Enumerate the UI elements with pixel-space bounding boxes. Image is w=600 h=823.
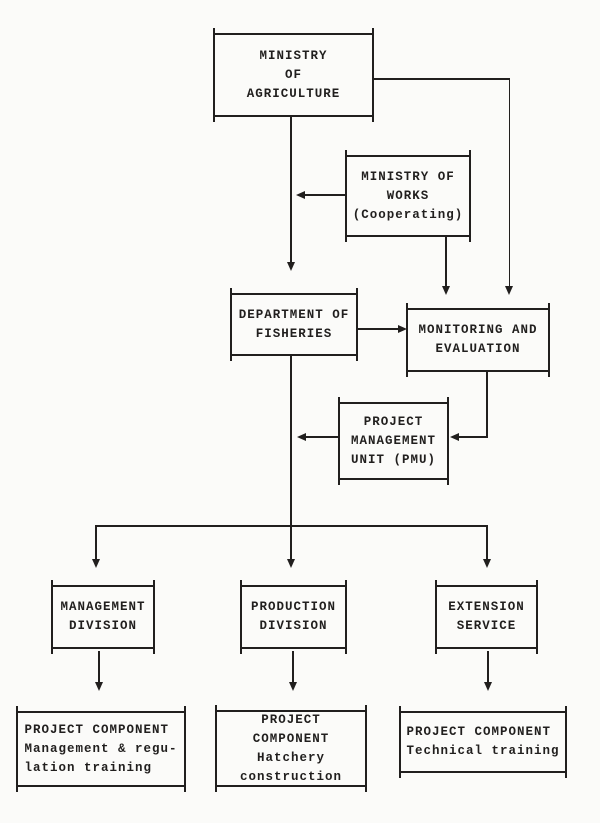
box-label-project-component-hatchery: PROJECT COMPONENT Hatchery construction [239, 712, 342, 784]
edge-agriculture-me-arrowhead [505, 286, 513, 295]
edge-me-pmu-arrowhead [450, 433, 459, 441]
edge-fisheries-branch-line [290, 356, 292, 526]
box-label-project-component-technical: PROJECT COMPONENT Technical training [406, 725, 560, 758]
box-ministry-of-works: MINISTRY OF WORKS (Cooperating) [345, 150, 471, 242]
edge-works-left-arrowhead [296, 191, 305, 199]
edge-branch-management-line [95, 525, 97, 559]
box-project-management-unit: PROJECT MANAGEMENT UNIT (PMU) [338, 397, 449, 485]
box-project-component-hatchery: PROJECT COMPONENT Hatchery construction [215, 705, 367, 792]
edge-extension-component-arrowhead [484, 682, 492, 691]
edge-production-component-arrowhead [289, 682, 297, 691]
box-label-production-division: PRODUCTION DIVISION [250, 600, 336, 633]
edge-agriculture-fisheries-line [290, 117, 292, 263]
edge-works-me-line [445, 237, 447, 286]
box-extension-service: EXTENSION SERVICE [435, 580, 538, 654]
edge-agriculture-fisheries-arrowhead [287, 262, 295, 271]
edge-fisheries-me-arrowhead [398, 325, 407, 333]
edge-pmu-left-line [305, 436, 340, 438]
box-ministry-of-agriculture: MINISTRY OF AGRICULTURE [213, 28, 374, 122]
box-department-of-fisheries: DEPARTMENT OF FISHERIES [230, 288, 358, 361]
box-label-management-division: MANAGEMENT DIVISION [60, 600, 146, 633]
edge-branch-extension-line [486, 525, 488, 559]
box-label-extension-service: EXTENSION SERVICE [448, 600, 525, 633]
edge-pmu-left-arrowhead [297, 433, 306, 441]
box-label-ministry-of-works: MINISTRY OF WORKS (Cooperating) [352, 169, 464, 222]
edge-me-pmu-vertical [486, 372, 488, 437]
edge-fisheries-me-line [357, 328, 398, 330]
edge-branch-extension-arrowhead [483, 559, 491, 568]
edge-production-component-line [292, 651, 294, 682]
box-label-monitoring-and-evaluation: MONITORING AND EVALUATION [418, 323, 538, 356]
box-monitoring-and-evaluation: MONITORING AND EVALUATION [406, 303, 550, 377]
box-label-department-of-fisheries: DEPARTMENT OF FISHERIES [238, 307, 350, 341]
edge-agriculture-me-horizontal [372, 78, 510, 80]
box-label-ministry-of-agriculture: MINISTRY OF AGRICULTURE [246, 48, 341, 101]
edge-agriculture-me-vertical [508, 78, 511, 286]
edge-works-left-line [304, 194, 347, 196]
edge-management-component-arrowhead [95, 682, 103, 691]
edge-branch-management-arrowhead [92, 559, 100, 568]
box-management-division: MANAGEMENT DIVISION [51, 580, 155, 654]
box-label-project-component-management: PROJECT COMPONENT Management & regu- lat… [24, 722, 178, 775]
edge-branch-production-line [290, 525, 292, 559]
edge-extension-component-line [487, 651, 489, 682]
box-label-project-management-unit: PROJECT MANAGEMENT UNIT (PMU) [350, 414, 436, 467]
box-production-division: PRODUCTION DIVISION [240, 580, 347, 654]
edge-management-component-line [98, 651, 100, 682]
edge-branch-production-arrowhead [287, 559, 295, 568]
edge-works-me-arrowhead [442, 286, 450, 295]
box-project-component-management: PROJECT COMPONENT Management & regu- lat… [16, 706, 186, 792]
edge-me-pmu-horizontal [458, 436, 488, 438]
box-project-component-technical: PROJECT COMPONENT Technical training [399, 706, 567, 778]
